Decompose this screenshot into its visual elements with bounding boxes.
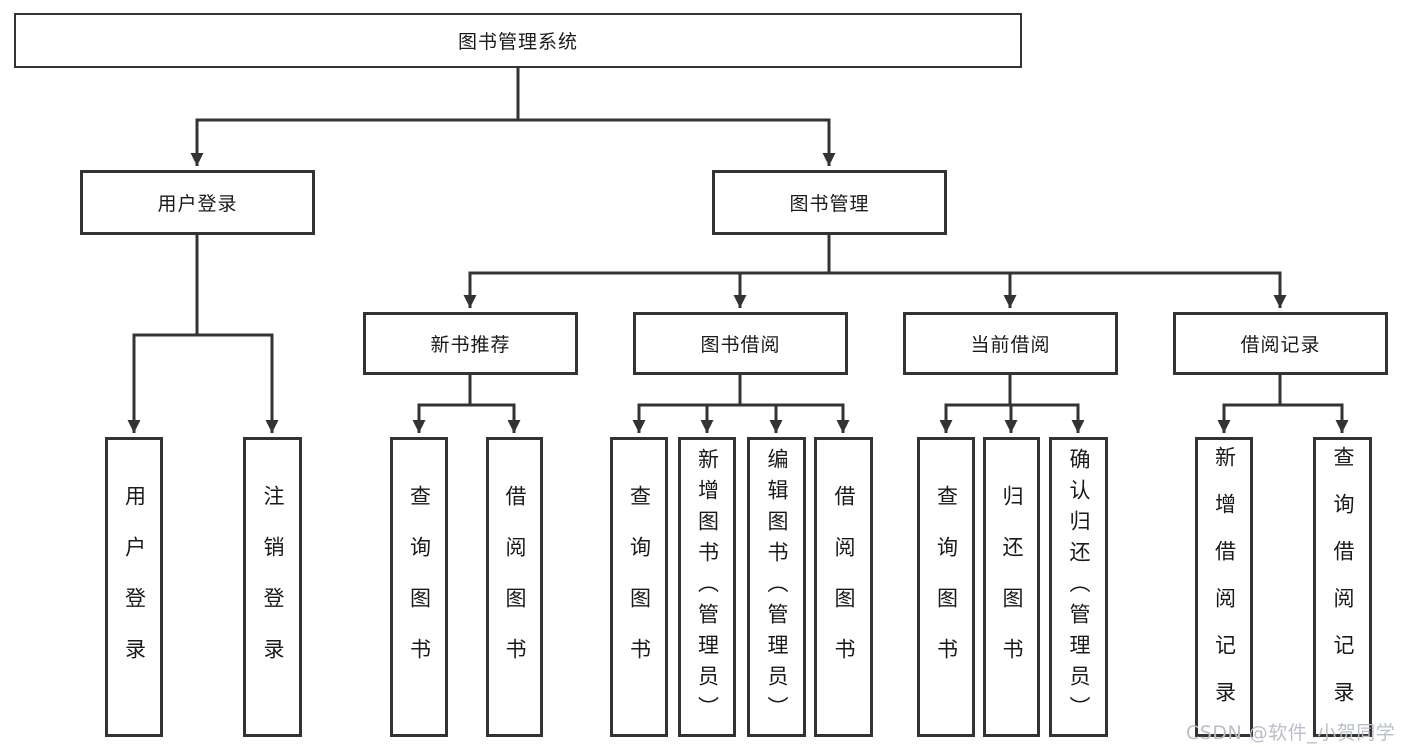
node-new-book-recommend-label: 新书推荐 [430, 334, 511, 356]
csdn-watermark: CSDN @软件_小贺同学 [1186, 722, 1396, 744]
node-borrow-records: 借阅记录 [1173, 312, 1388, 375]
leaf-borrow-books-recommend: 借阅图书 [486, 437, 543, 737]
leaf-borrow-books-borrowing: 借阅图书 [814, 437, 873, 737]
node-book-management: 图书管理 [712, 170, 947, 235]
leaf-return-book: 归还图书 [983, 437, 1040, 737]
leaf-return-book-label: 归还图书 [1000, 485, 1024, 689]
leaf-query-books-recommend-label: 查询图书 [407, 485, 432, 689]
leaf-add-borrow-record: 新增借阅记录 [1195, 437, 1253, 737]
leaf-confirm-return-admin: 确认归还（管理员） [1049, 437, 1108, 737]
leaf-query-books-recommend: 查询图书 [390, 437, 448, 737]
leaf-edit-book-admin-label: 编辑图书（管理员） [765, 447, 789, 727]
leaf-query-books-borrowing: 查询图书 [610, 437, 668, 737]
node-root: 图书管理系统 [14, 13, 1022, 68]
node-current-borrowing: 当前借阅 [903, 312, 1118, 375]
leaf-edit-book-admin: 编辑图书（管理员） [747, 437, 806, 737]
node-book-management-label: 图书管理 [789, 193, 870, 215]
node-book-borrowing: 图书借阅 [633, 312, 848, 375]
leaf-borrow-books-recommend-label: 借阅图书 [503, 485, 527, 689]
node-user-login: 用户登录 [80, 170, 315, 235]
leaf-user-login: 用户登录 [105, 437, 163, 737]
leaf-query-borrow-record: 查询借阅记录 [1313, 437, 1372, 737]
node-book-borrowing-label: 图书借阅 [700, 334, 781, 356]
leaf-query-books-borrowing-label: 查询图书 [627, 485, 652, 689]
leaf-logout: 注销登录 [243, 437, 302, 737]
leaf-add-borrow-record-label: 新增借阅记录 [1212, 446, 1237, 728]
node-user-login-label: 用户登录 [157, 193, 238, 215]
leaf-add-book-admin: 新增图书（管理员） [678, 437, 736, 737]
leaf-borrow-books-borrowing-label: 借阅图书 [832, 485, 856, 689]
node-root-label: 图书管理系统 [457, 31, 578, 53]
node-borrow-records-label: 借阅记录 [1240, 334, 1321, 356]
leaf-query-borrow-record-label: 查询借阅记录 [1331, 446, 1355, 728]
leaf-confirm-return-admin-label: 确认归还（管理员） [1067, 447, 1091, 727]
leaf-query-books-current: 查询图书 [917, 437, 975, 737]
leaf-add-book-admin-label: 新增图书（管理员） [695, 447, 720, 727]
node-current-borrowing-label: 当前借阅 [970, 334, 1051, 356]
leaf-query-books-current-label: 查询图书 [934, 485, 959, 689]
leaf-logout-label: 注销登录 [261, 485, 285, 689]
leaf-user-login-label: 用户登录 [122, 485, 147, 689]
node-new-book-recommend: 新书推荐 [363, 312, 578, 375]
